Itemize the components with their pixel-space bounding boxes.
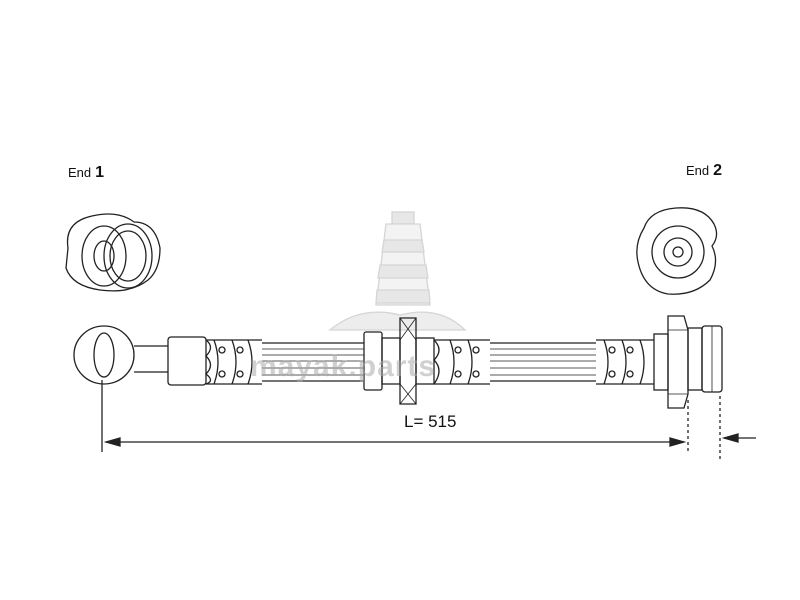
hose-side-view <box>73 315 723 409</box>
end2-text: End <box>686 163 710 178</box>
end2-view <box>636 207 718 295</box>
end1-number: 1 <box>95 164 105 181</box>
end1-text: End <box>68 165 92 180</box>
watermark-text: mayak.parts <box>250 350 437 383</box>
end1-view <box>65 213 161 292</box>
dimension-line <box>101 380 756 462</box>
end2-number: 2 <box>713 162 723 179</box>
lighthouse-logo <box>328 211 467 331</box>
length-label: L= 515 <box>404 412 457 431</box>
